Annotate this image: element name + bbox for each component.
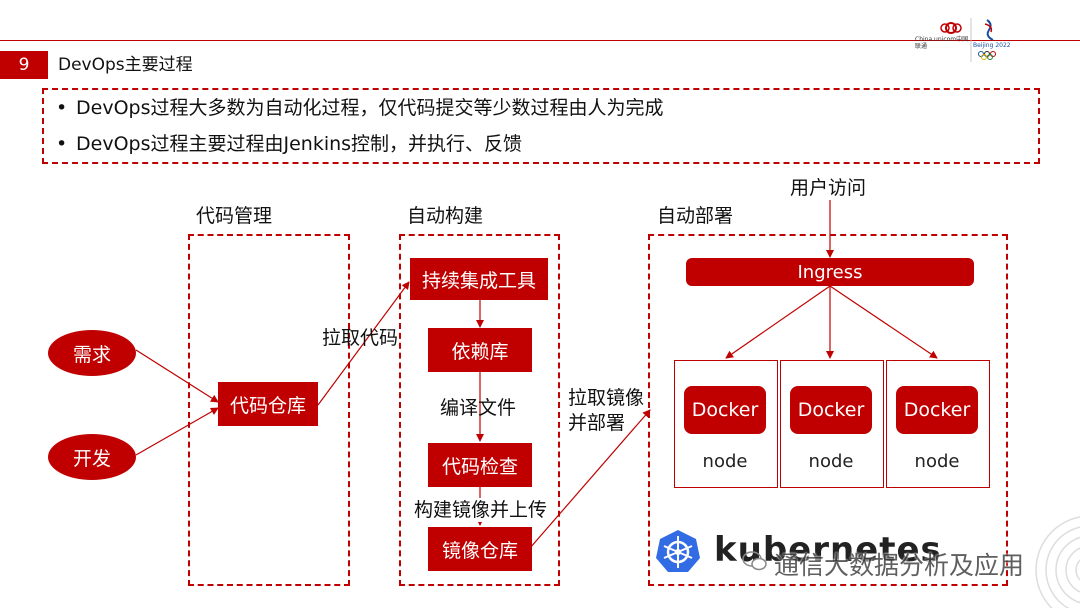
wechat-icon (742, 550, 768, 572)
corner-decoration (1030, 500, 1080, 612)
beijing-2022-logo-icon (978, 19, 996, 60)
pull-code-label: 拉取代码 (322, 327, 399, 349)
compile-label: 编译文件 (440, 397, 517, 419)
bullet-marker-2: • (56, 133, 68, 155)
header-divider (0, 40, 1080, 41)
docker-container-1: Docker (684, 386, 766, 434)
auto-build-title: 自动构建 (407, 205, 484, 227)
node-label-2: node (808, 451, 854, 472)
build-image-label: 构建镜像并上传 (414, 498, 548, 522)
summary-box (42, 88, 1040, 164)
image-repo-node: 镜像仓库 (428, 527, 532, 571)
section-number: 9 (0, 51, 48, 79)
bullet-2: DevOps过程主要过程由Jenkins控制，并执行、反馈 (76, 133, 523, 155)
node-label-1: node (702, 451, 748, 472)
section-title: DevOps主要过程 (58, 55, 193, 75)
pull-image-label-1: 拉取镜像 (568, 387, 645, 409)
code-mgmt-title: 代码管理 (196, 205, 273, 227)
unicom-logo-icon (940, 22, 962, 34)
code-repo-node: 代码仓库 (218, 382, 318, 426)
kubernetes-logo-icon (654, 528, 702, 574)
unicom-logo-text: China unicom中国联通 (915, 36, 969, 50)
pull-image-label-2: 并部署 (568, 412, 626, 434)
docker-container-3: Docker (896, 386, 978, 434)
watermark-text: 通信大数据分析及应用 (774, 551, 1025, 580)
ci-tool-node: 持续集成工具 (410, 258, 548, 300)
code-mgmt-group (188, 234, 350, 586)
logo: China unicom中国联通 Beijing 2022 (915, 14, 1015, 66)
bullet-marker-1: • (56, 97, 68, 119)
user-access-label: 用户访问 (790, 177, 867, 199)
auto-deploy-title: 自动部署 (657, 205, 734, 227)
develop-node: 开发 (48, 434, 136, 480)
code-check-node: 代码检查 (428, 443, 532, 487)
auto-build-group (399, 234, 560, 586)
dependency-repo-node: 依赖库 (428, 328, 532, 372)
beijing-logo-text: Beijing 2022 (973, 42, 1011, 49)
requirement-node: 需求 (48, 330, 136, 376)
docker-container-2: Docker (790, 386, 872, 434)
ingress-node: Ingress (686, 258, 974, 286)
bullet-1: DevOps过程大多数为自动化过程，仅代码提交等少数过程由人为完成 (76, 97, 664, 119)
node-label-3: node (914, 451, 960, 472)
